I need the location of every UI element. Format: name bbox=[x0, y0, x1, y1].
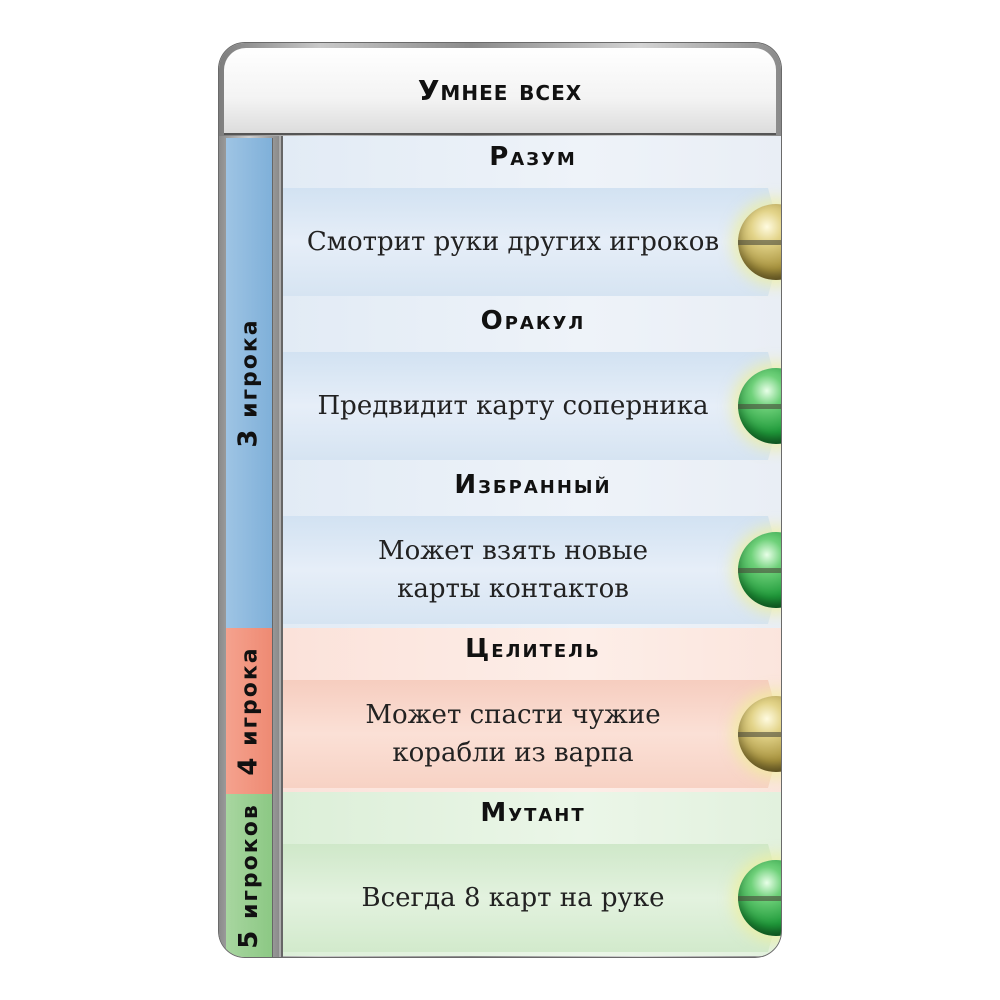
section-description: Всегда 8 карт на руке bbox=[361, 883, 665, 913]
description-plate bbox=[283, 844, 781, 952]
reference-card: Умнее всех 3 игрока 4 игрока 5 игроков Р… bbox=[219, 43, 781, 957]
band-number: 3 bbox=[234, 427, 265, 448]
band-number: 4 bbox=[234, 755, 265, 776]
section-orakul: Оракул Предвидит карту соперника bbox=[283, 300, 781, 464]
section-tselitel: Целитель Может спасти чужие корабли из в… bbox=[283, 628, 781, 792]
section-izbrannyi: Избранный Может взять новые карты контак… bbox=[283, 464, 781, 628]
band-4-players: 4 игрока bbox=[226, 628, 273, 794]
section-description: Может спасти чужие корабли из варпа bbox=[365, 700, 661, 768]
band-5-players: 5 игроков bbox=[226, 794, 273, 957]
section-name: Мутант bbox=[480, 798, 586, 828]
section-description: Смотрит руки других игроков bbox=[306, 227, 720, 257]
band-3-players: 3 игрока bbox=[226, 138, 273, 628]
description-plate bbox=[283, 352, 781, 460]
card-content: Разум Смотрит руки других игроков Оракул… bbox=[281, 136, 781, 957]
description-plate bbox=[283, 680, 781, 788]
card-header: Умнее всех bbox=[224, 48, 776, 135]
section-description: Может взять новые карты контактов bbox=[378, 536, 648, 604]
section-name: Оракул bbox=[480, 306, 586, 336]
section-description: Предвидит карту соперника bbox=[317, 391, 709, 421]
band-label: игрока bbox=[238, 318, 264, 418]
section-mutant: Мутант Всегда 8 карт на руке bbox=[283, 792, 781, 956]
band-label: игроков bbox=[238, 802, 264, 919]
description-plate bbox=[283, 188, 781, 296]
section-name: Избранный bbox=[454, 470, 612, 500]
card-title: Умнее всех bbox=[417, 74, 583, 107]
section-razum: Разум Смотрит руки других игроков bbox=[283, 136, 781, 300]
section-name: Целитель bbox=[465, 634, 601, 664]
section-name: Разум bbox=[489, 142, 577, 172]
band-label: игрока bbox=[238, 646, 264, 746]
description-plate bbox=[283, 516, 781, 624]
band-number: 5 bbox=[234, 928, 265, 949]
